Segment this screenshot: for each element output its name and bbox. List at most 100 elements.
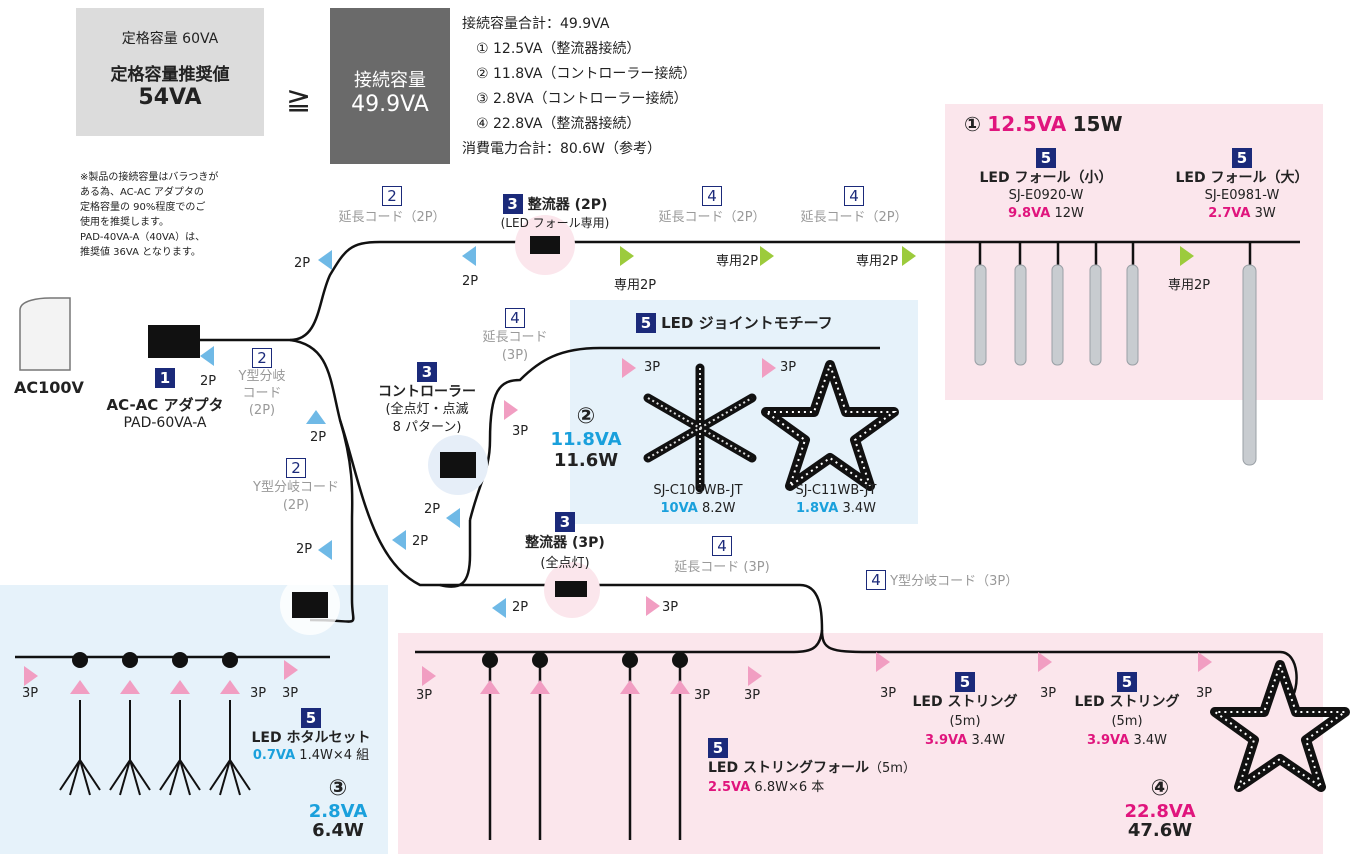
note-line: 使用を推奨します。 xyxy=(80,217,169,228)
string-fall-w: 6.8W×6 本 xyxy=(754,780,825,795)
star-va: 1.8VA xyxy=(796,501,839,516)
badge-5: 5 xyxy=(1036,148,1056,168)
y-3p: 4 Y型分岐コード（3P） xyxy=(866,570,1018,590)
group1-w: 15W xyxy=(1072,112,1123,136)
ext-b-label: 延長コード（2P） xyxy=(800,210,908,225)
hotaru-name: LED ホタルセット xyxy=(251,730,371,746)
p-3p-g4e: 3P xyxy=(1040,686,1057,701)
snowflake-label: SJ-C103WB-JT 10VA 8.2W xyxy=(628,482,768,518)
rect-2p: 3 整流器 (2P) (LED フォール専用) xyxy=(470,194,640,231)
controller-label: 3 コントローラー (全点灯・点滅 8 パターン) xyxy=(362,362,492,437)
group1-mark: ① xyxy=(964,112,981,136)
p-3p-g3a: 3P xyxy=(22,686,39,701)
p-3p-rect3: 3P xyxy=(662,600,679,615)
connected-box: 接続容量 49.9VA xyxy=(330,8,450,164)
p-3p-g4c: 3P xyxy=(744,688,761,703)
y-cord-b-l2: (2P) xyxy=(282,498,310,513)
snowflake-w: 8.2W xyxy=(701,501,736,516)
ext-a: 4 延長コード（2P） xyxy=(642,186,782,225)
group2-title-text: LED ジョイントモチーフ xyxy=(661,314,833,332)
recommended-label: 定格容量推奨値 xyxy=(110,65,230,85)
group4-w: 47.6W xyxy=(1127,820,1193,841)
p-s2-4: 専用2P xyxy=(1168,278,1211,293)
hotaru-label: 5 LED ホタルセット 0.7VA 1.4W×4 組 xyxy=(236,708,386,765)
star-model: SJ-C11WB-JT xyxy=(795,483,877,498)
p-3p-g4f: 3P xyxy=(1196,686,1213,701)
p-2p-top-left: 2P xyxy=(294,256,311,271)
ext-3p-b-label: 延長コード (3P) xyxy=(674,560,770,575)
snowflake-model: SJ-C103WB-JT xyxy=(653,483,743,498)
p-3p-g4a: 3P xyxy=(416,688,433,703)
group2-w: 11.6W xyxy=(553,450,619,471)
y-cord-b: 2 Y型分岐コード (2P) xyxy=(236,458,356,515)
rect-3p: 3 整流器 (3P) (全点灯) xyxy=(500,512,630,571)
summary-total: 接続容量合計：49.9VA xyxy=(462,16,610,32)
string2-w: 3.4W xyxy=(1133,733,1167,748)
p-2p-rect: 2P xyxy=(462,274,479,289)
badge-2: 2 xyxy=(382,186,402,206)
star-label: SJ-C11WB-JT 1.8VA 3.4W xyxy=(766,482,906,518)
recommended-value: 54VA xyxy=(138,85,202,110)
y-3p-label: Y型分岐コード（3P） xyxy=(890,574,1019,589)
badge-5: 5 xyxy=(301,708,321,728)
y-cord-a: 2 Y型分岐 コード (2P) xyxy=(232,348,292,419)
fall-large-model: SJ-E0981-W xyxy=(1204,188,1280,203)
p-3p-ctl: 3P xyxy=(512,424,529,439)
hotaru-va: 0.7VA xyxy=(252,748,296,763)
rated-capacity: 定格容量 60VA xyxy=(121,31,219,47)
controller-name: コントローラー xyxy=(378,384,476,400)
p-2p-adapter: 2P xyxy=(200,374,217,389)
badge-1: 1 xyxy=(155,368,175,388)
badge-4: 4 xyxy=(712,536,732,556)
rect-3p-name: 整流器 (3P) xyxy=(525,535,605,551)
group3-mark: ③ xyxy=(328,776,348,801)
group2-total: ② 11.8VA 11.6W xyxy=(536,404,636,471)
group2-title: 5 LED ジョイントモチーフ xyxy=(636,312,833,333)
ext-3p: 4 延長コード (3P) xyxy=(470,308,560,365)
group3-w: 6.4W xyxy=(312,820,364,841)
string1-w: 3.4W xyxy=(971,733,1005,748)
group4-total: ④ 22.8VA 47.6W xyxy=(1100,776,1220,840)
p-2p-y2: 2P xyxy=(296,542,313,557)
hotaru-w: 1.4W×4 組 xyxy=(299,748,370,763)
p-s2-1: 専用2P xyxy=(614,278,657,293)
group3-total: ③ 2.8VA 6.4W xyxy=(290,776,386,840)
adapter-label: 1 AC-AC アダプタ PAD-60VA-A xyxy=(80,368,250,431)
ext-3p-b: 4 延長コード (3P) xyxy=(652,536,792,575)
connected-value: 49.9VA xyxy=(351,92,429,117)
p-3p-g2b: 3P xyxy=(780,360,797,375)
group4-va: 22.8VA xyxy=(1124,801,1196,822)
y-cord-a-l2: コード xyxy=(242,386,282,401)
badge-4: 4 xyxy=(702,186,722,206)
rect-2p-name: 整流器 (2P) xyxy=(527,197,608,213)
ext-3p-l2: (3P) xyxy=(501,348,529,363)
string2-va: 3.9VA xyxy=(1087,733,1130,748)
summary: 接続容量合計：49.9VA ① 12.5VA（整流器接続） ② 11.8VA（コ… xyxy=(462,12,696,162)
controller-l3: 8 パターン) xyxy=(392,420,462,435)
string1-name: LED ストリング xyxy=(912,694,1018,710)
note-line: PAD-40VA-A（40VA）は、 xyxy=(80,232,206,243)
p-2p-y1: 2P xyxy=(310,430,327,445)
fall-small-model: SJ-E0920-W xyxy=(1008,188,1084,203)
adapter-name: AC-AC アダプタ xyxy=(106,396,224,414)
geq-symbol: ≧ xyxy=(286,82,312,117)
ext-2p: 2 延長コード（2P） xyxy=(322,186,462,225)
rect-2p-sub: (LED フォール専用) xyxy=(500,216,610,230)
string1-len: (5m) xyxy=(949,714,981,729)
note-line: 推奨値 36VA となります。 xyxy=(80,247,201,258)
badge-4: 4 xyxy=(844,186,864,206)
string2-len: (5m) xyxy=(1111,714,1143,729)
y-cord-b-l1: Y型分岐コード xyxy=(253,480,339,495)
badge-3: 3 xyxy=(502,194,523,214)
summary-power: 消費電力合計：80.6W（参考） xyxy=(462,141,662,157)
zone-group4 xyxy=(398,633,1323,854)
p-s2-3: 専用2P xyxy=(856,254,899,269)
p-2p-ctl1: 2P xyxy=(412,534,429,549)
ext-2p-label: 延長コード（2P） xyxy=(338,210,446,225)
fall-small-name: LED フォール（小） xyxy=(979,170,1113,186)
string-fall-va: 2.5VA xyxy=(708,780,751,795)
y-cord-a-l1: Y型分岐 xyxy=(238,369,286,384)
p-3p-g4b: 3P xyxy=(694,688,711,703)
badge-4: 4 xyxy=(866,570,886,590)
badge-4: 4 xyxy=(505,308,525,328)
